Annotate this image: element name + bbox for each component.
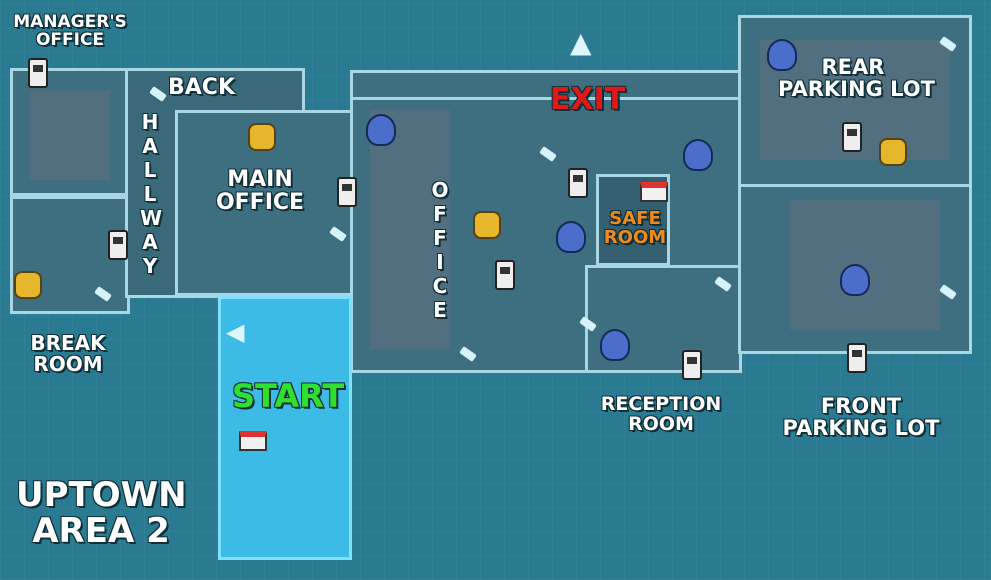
start-arrow-left-icon: ◀ [226,318,245,346]
rear-parking-lot-label: REAR PARKING LOT [778,55,935,102]
floor-detail [370,110,450,350]
terminal-icon[interactable] [842,122,862,152]
guard-icon [600,329,630,361]
exit-label: EXIT [550,82,626,117]
loot-bag-icon[interactable] [473,211,501,239]
guard-icon [683,139,713,171]
loot-bag-icon[interactable] [14,271,42,299]
front-parking-lot-label: FRONT PARKING LOT [782,394,940,441]
guard-icon [840,264,870,296]
managers-office-label: MANAGER'S OFFICE [13,12,127,50]
terminal-icon[interactable] [495,260,515,290]
exit-arrow-up-icon: ▲ [570,26,592,59]
loot-bag-icon[interactable] [879,138,907,166]
exit-corridor [350,70,742,100]
terminal-icon[interactable] [28,58,48,88]
terminal-icon[interactable] [337,177,357,207]
guard-icon [366,114,396,146]
guard-icon [556,221,586,253]
main-office-label: MAIN OFFICE [215,167,305,216]
guard-icon [767,39,797,71]
map-title: UPTOWN AREA 2 [16,475,187,551]
reception-room-label: RECEPTION ROOM [600,393,722,435]
terminal-icon[interactable] [568,168,588,198]
medkit-icon[interactable] [239,431,267,451]
break-room-label: BREAK ROOM [30,331,106,376]
medkit-icon[interactable] [640,182,668,202]
back-label: BACK [168,75,235,100]
terminal-icon[interactable] [108,230,128,260]
loot-bag-icon[interactable] [248,123,276,151]
start-zone [218,296,352,560]
office-label: OFFICE [431,178,449,322]
safe-room-label: SAFE ROOM [603,208,667,248]
terminal-icon[interactable] [682,350,702,380]
terminal-icon[interactable] [847,343,867,373]
hallway-label: HALLWAY [140,110,163,278]
floor-detail [30,90,110,180]
floor-detail [790,200,940,330]
start-label: START [232,377,345,415]
